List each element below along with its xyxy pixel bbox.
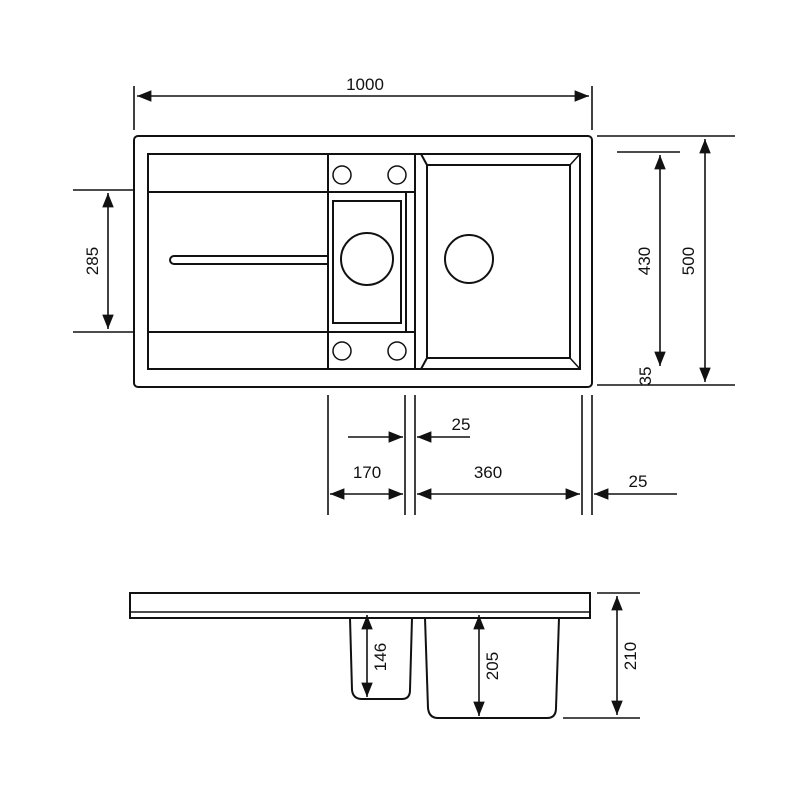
large-bowl-profile (424, 617, 560, 719)
tap-hole (387, 165, 407, 185)
dim-small-bowl-depth: 146 (371, 643, 390, 671)
tap-hole (387, 341, 407, 361)
dim-overall-height: 210 (621, 642, 640, 670)
small-bowl (332, 200, 402, 324)
dimensions-side: 146 205 210 (361, 592, 640, 719)
dim-small-bowl-width: 170 (353, 463, 381, 482)
dimensions-top: 1000 285 430 500 35 25 170 360 25 (73, 75, 735, 515)
side-view (129, 592, 591, 719)
dim-large-bowl-depth: 205 (483, 652, 502, 680)
large-bowl (415, 153, 581, 370)
dim-divider-width: 25 (452, 415, 471, 434)
dim-large-bowl-width: 360 (474, 463, 502, 482)
tap-hole (332, 341, 352, 361)
dim-bowl-depth: 430 (635, 247, 654, 275)
sink-deck (129, 592, 591, 619)
top-view (133, 135, 593, 388)
small-bowl-drain (340, 232, 394, 286)
sink-outline (133, 135, 593, 388)
drain-groove (169, 255, 328, 265)
dim-overall-width: 1000 (346, 75, 384, 94)
large-bowl-drain (444, 234, 494, 284)
dim-overall-depth: 500 (679, 247, 698, 275)
small-bowl-profile (349, 617, 413, 700)
tap-hole (332, 165, 352, 185)
dim-rim-bottom: 35 (636, 367, 655, 386)
dim-rim-right: 25 (629, 472, 648, 491)
dim-drainer-depth: 285 (83, 247, 102, 275)
drainer-area (147, 153, 416, 370)
